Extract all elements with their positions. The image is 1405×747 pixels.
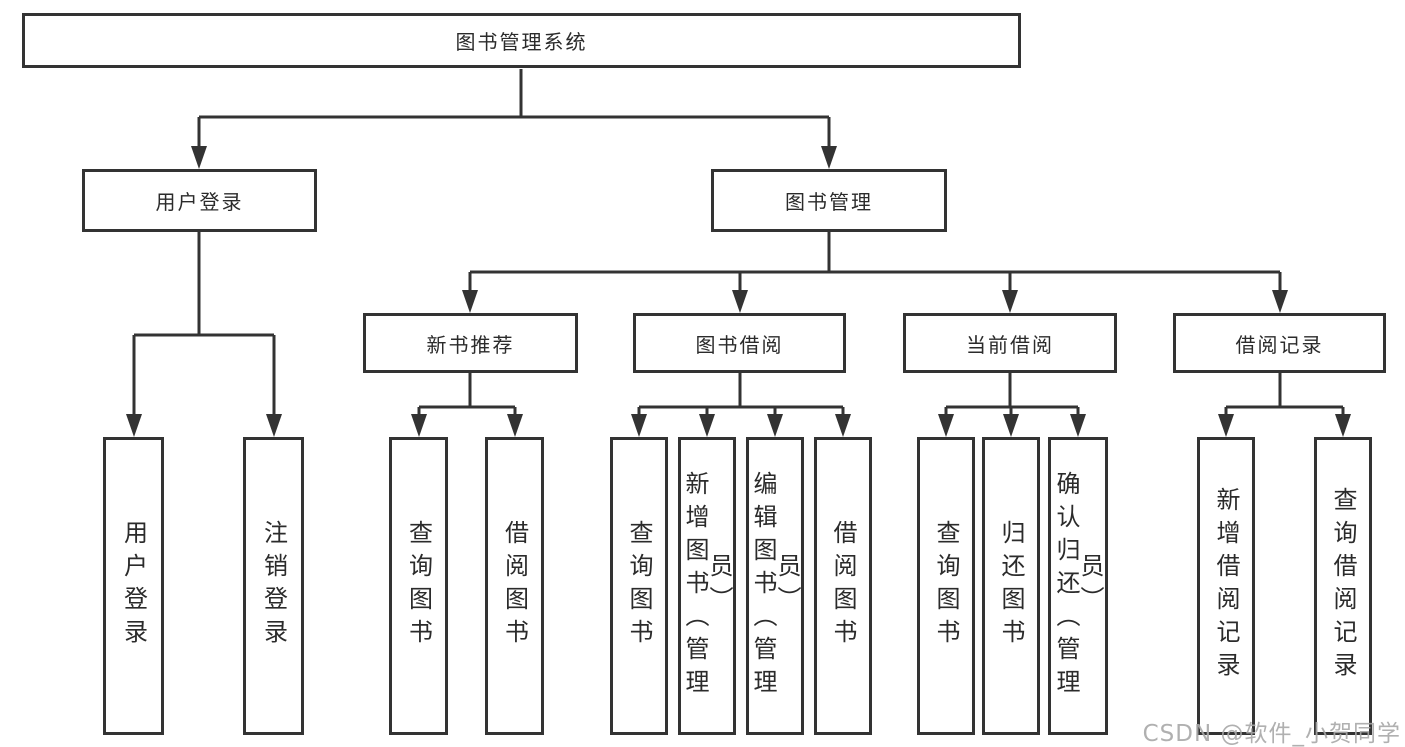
node-book-management: 图书管理	[711, 169, 947, 232]
node-book-borrow: 图书借阅	[633, 313, 846, 373]
node-root-library-system: 图书管理系统	[22, 13, 1021, 68]
node-current-borrow: 当前借阅	[903, 313, 1117, 373]
leaf-logout: 注销登录	[243, 437, 304, 735]
leaf-query-books-current: 查询图书	[917, 437, 975, 735]
leaf-confirm-return-admin: 确认归还（管理员）	[1048, 437, 1108, 735]
leaf-query-books-borrow: 查询图书	[610, 437, 668, 735]
node-new-book-recommend: 新书推荐	[363, 313, 578, 373]
node-user-login: 用户登录	[82, 169, 317, 232]
leaf-borrow-books-recommend: 借阅图书	[485, 437, 544, 735]
node-borrow-records: 借阅记录	[1173, 313, 1386, 373]
leaf-user-login: 用户登录	[103, 437, 164, 735]
leaf-add-borrow-record: 新增借阅记录	[1197, 437, 1255, 735]
leaf-borrow-book: 借阅图书	[814, 437, 872, 735]
leaf-return-book: 归还图书	[982, 437, 1040, 735]
leaf-query-books-recommend: 查询图书	[389, 437, 448, 735]
leaf-add-book-admin: 新增图书（管理员）	[678, 437, 736, 735]
leaf-query-borrow-record: 查询借阅记录	[1314, 437, 1372, 735]
leaf-edit-book-admin: 编辑图书（管理员）	[746, 437, 804, 735]
csdn-watermark: CSDN @软件_小贺同学	[1142, 721, 1401, 747]
